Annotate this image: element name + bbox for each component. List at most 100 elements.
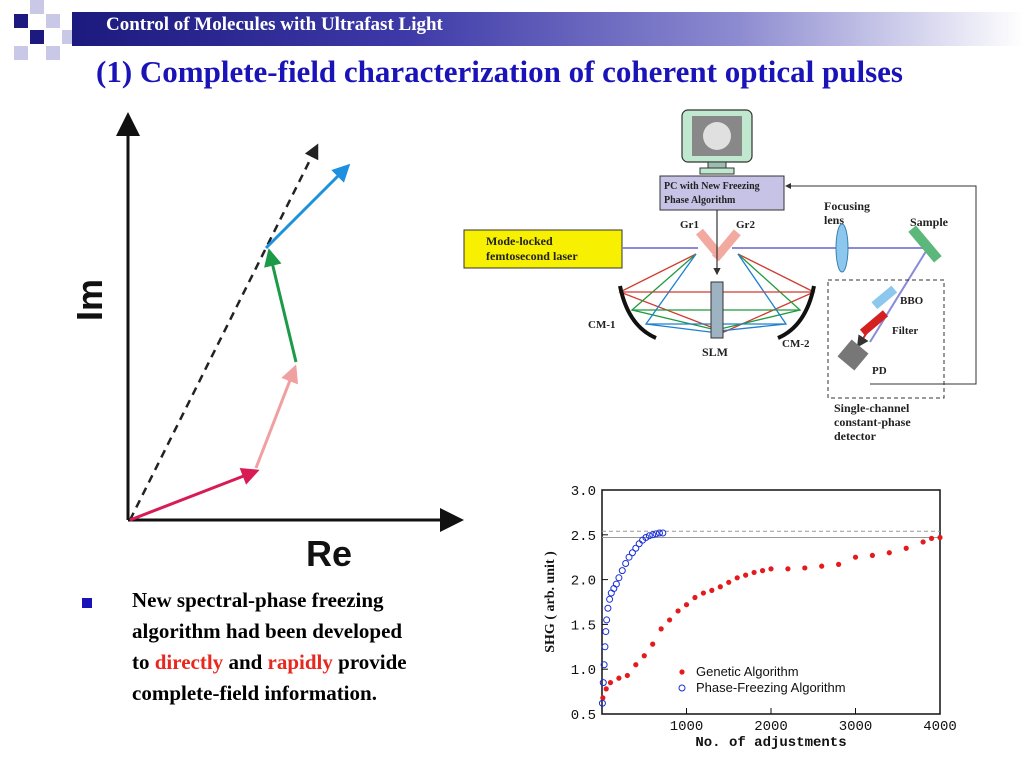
genetic-point (852, 554, 859, 560)
header-title: Control of Molecules with Ultrafast Ligh… (106, 14, 443, 35)
cm2-label: CM-2 (782, 338, 810, 350)
genetic-point (903, 545, 909, 551)
bbo-crystal (871, 285, 898, 310)
laser-label-2: femtosecond laser (486, 249, 578, 263)
phase-freezing-point (606, 595, 614, 603)
x-tick-label: 3000 (839, 719, 873, 735)
genetic-point (928, 535, 935, 541)
genetic-point (751, 569, 757, 576)
logo-square-3 (46, 14, 60, 28)
detector-label-2: constant-phase (834, 415, 911, 429)
logo-square-1 (14, 14, 28, 28)
genetic-point (768, 566, 774, 572)
genetic-point (886, 550, 892, 556)
phase-freezing-point (652, 530, 660, 538)
vector-3 (264, 248, 298, 363)
y-tick-label: 0.5 (571, 708, 596, 724)
genetic-point (607, 680, 614, 686)
bullet-line-2: algorithm had been developed (132, 619, 403, 643)
photodiode (837, 339, 869, 371)
laser-label-1: Mode-locked (486, 234, 553, 248)
bullet-line-1: New spectral-phase freezing (132, 588, 384, 612)
genetic-point (785, 566, 791, 572)
phase-freezing-point (649, 531, 657, 539)
phase-freezing-point (600, 661, 608, 669)
slide-title: (1) Complete-field characterization of c… (96, 54, 903, 89)
phase-freezing-point (599, 679, 607, 687)
legend-marker-genetic (679, 669, 685, 675)
x-axis-label: Re (306, 533, 352, 574)
feedback-line (870, 276, 977, 385)
legend-label: Phase-Freezing Algorithm (696, 680, 846, 695)
x-tick-label: 1000 (670, 719, 704, 735)
bullet-line-3-mid: and (223, 650, 268, 674)
genetic-point (675, 608, 681, 614)
phase-freezing-point (659, 529, 667, 537)
genetic-point (734, 575, 740, 581)
phase-freezing-point (625, 553, 633, 561)
pc-box (659, 175, 785, 211)
slm-label: SLM (702, 345, 728, 359)
grating-2 (712, 229, 741, 262)
gr1-label: Gr1 (680, 219, 699, 231)
focusing-lens (835, 223, 849, 273)
detector-label-3: detector (834, 429, 877, 443)
filter-label: Filter (892, 325, 918, 337)
genetic-point (700, 590, 706, 596)
logo-square-2 (30, 0, 44, 14)
genetic-point (743, 572, 749, 578)
vector-1 (129, 467, 260, 522)
genetic-point (624, 672, 630, 679)
phase-freezing-point (655, 529, 663, 537)
phase-freezing-point (601, 643, 609, 651)
genetic-point (600, 695, 606, 701)
vector-2 (254, 364, 299, 469)
highlight-directly: directly (154, 650, 224, 674)
phase-freezing-point (612, 580, 620, 588)
y-tick-label: 1.0 (571, 663, 596, 679)
logo-square-7 (46, 46, 60, 60)
phase-freezing-point (602, 628, 610, 636)
phase-freezing-point (604, 604, 612, 612)
y-tick-label: 3.0 (571, 484, 596, 500)
focusing-label-2: lens (824, 213, 844, 227)
phase-freezing-point (615, 574, 623, 582)
phase-freezing-point (603, 616, 611, 624)
curved-mirror-1 (618, 285, 657, 340)
y-tick-label: 2.5 (571, 529, 596, 545)
phase-freezing-point (618, 567, 626, 575)
header-bar (72, 12, 1024, 46)
cm1-label: CM-1 (588, 319, 616, 331)
gr2-label: Gr2 (736, 219, 755, 231)
genetic-point (641, 653, 647, 659)
genetic-point (819, 563, 825, 569)
phase-freezing-point (622, 559, 630, 567)
genetic-point (603, 686, 609, 692)
phase-freezing-point (645, 532, 653, 540)
phase-freezing-point (632, 544, 640, 552)
genetic-point (650, 641, 656, 647)
genetic-point (616, 675, 622, 681)
bullet-line-3-prefix: to (132, 650, 155, 674)
vector-4 (264, 163, 351, 250)
detector-box (827, 279, 945, 399)
bullet-line-4: complete-field information. (132, 681, 377, 705)
pd-label: PD (872, 365, 887, 377)
phasor-diagram: Re Im (76, 112, 464, 574)
logo-square-4 (30, 30, 44, 44)
x-axis-label: No. of adjustments (695, 735, 846, 751)
genetic-point (709, 587, 715, 593)
genetic-point (667, 617, 673, 623)
beam-detector (856, 327, 871, 348)
genetic-point (683, 602, 690, 608)
logo-square-6 (14, 46, 28, 60)
genetic-point (726, 579, 732, 585)
genetic-point (717, 584, 723, 590)
phase-freezing-point (628, 549, 636, 557)
genetic-point (836, 561, 842, 567)
genetic-point (802, 565, 808, 571)
sample (908, 225, 942, 263)
pc-label-1: PC with New Freezing (664, 181, 760, 192)
genetic-point (759, 568, 766, 574)
